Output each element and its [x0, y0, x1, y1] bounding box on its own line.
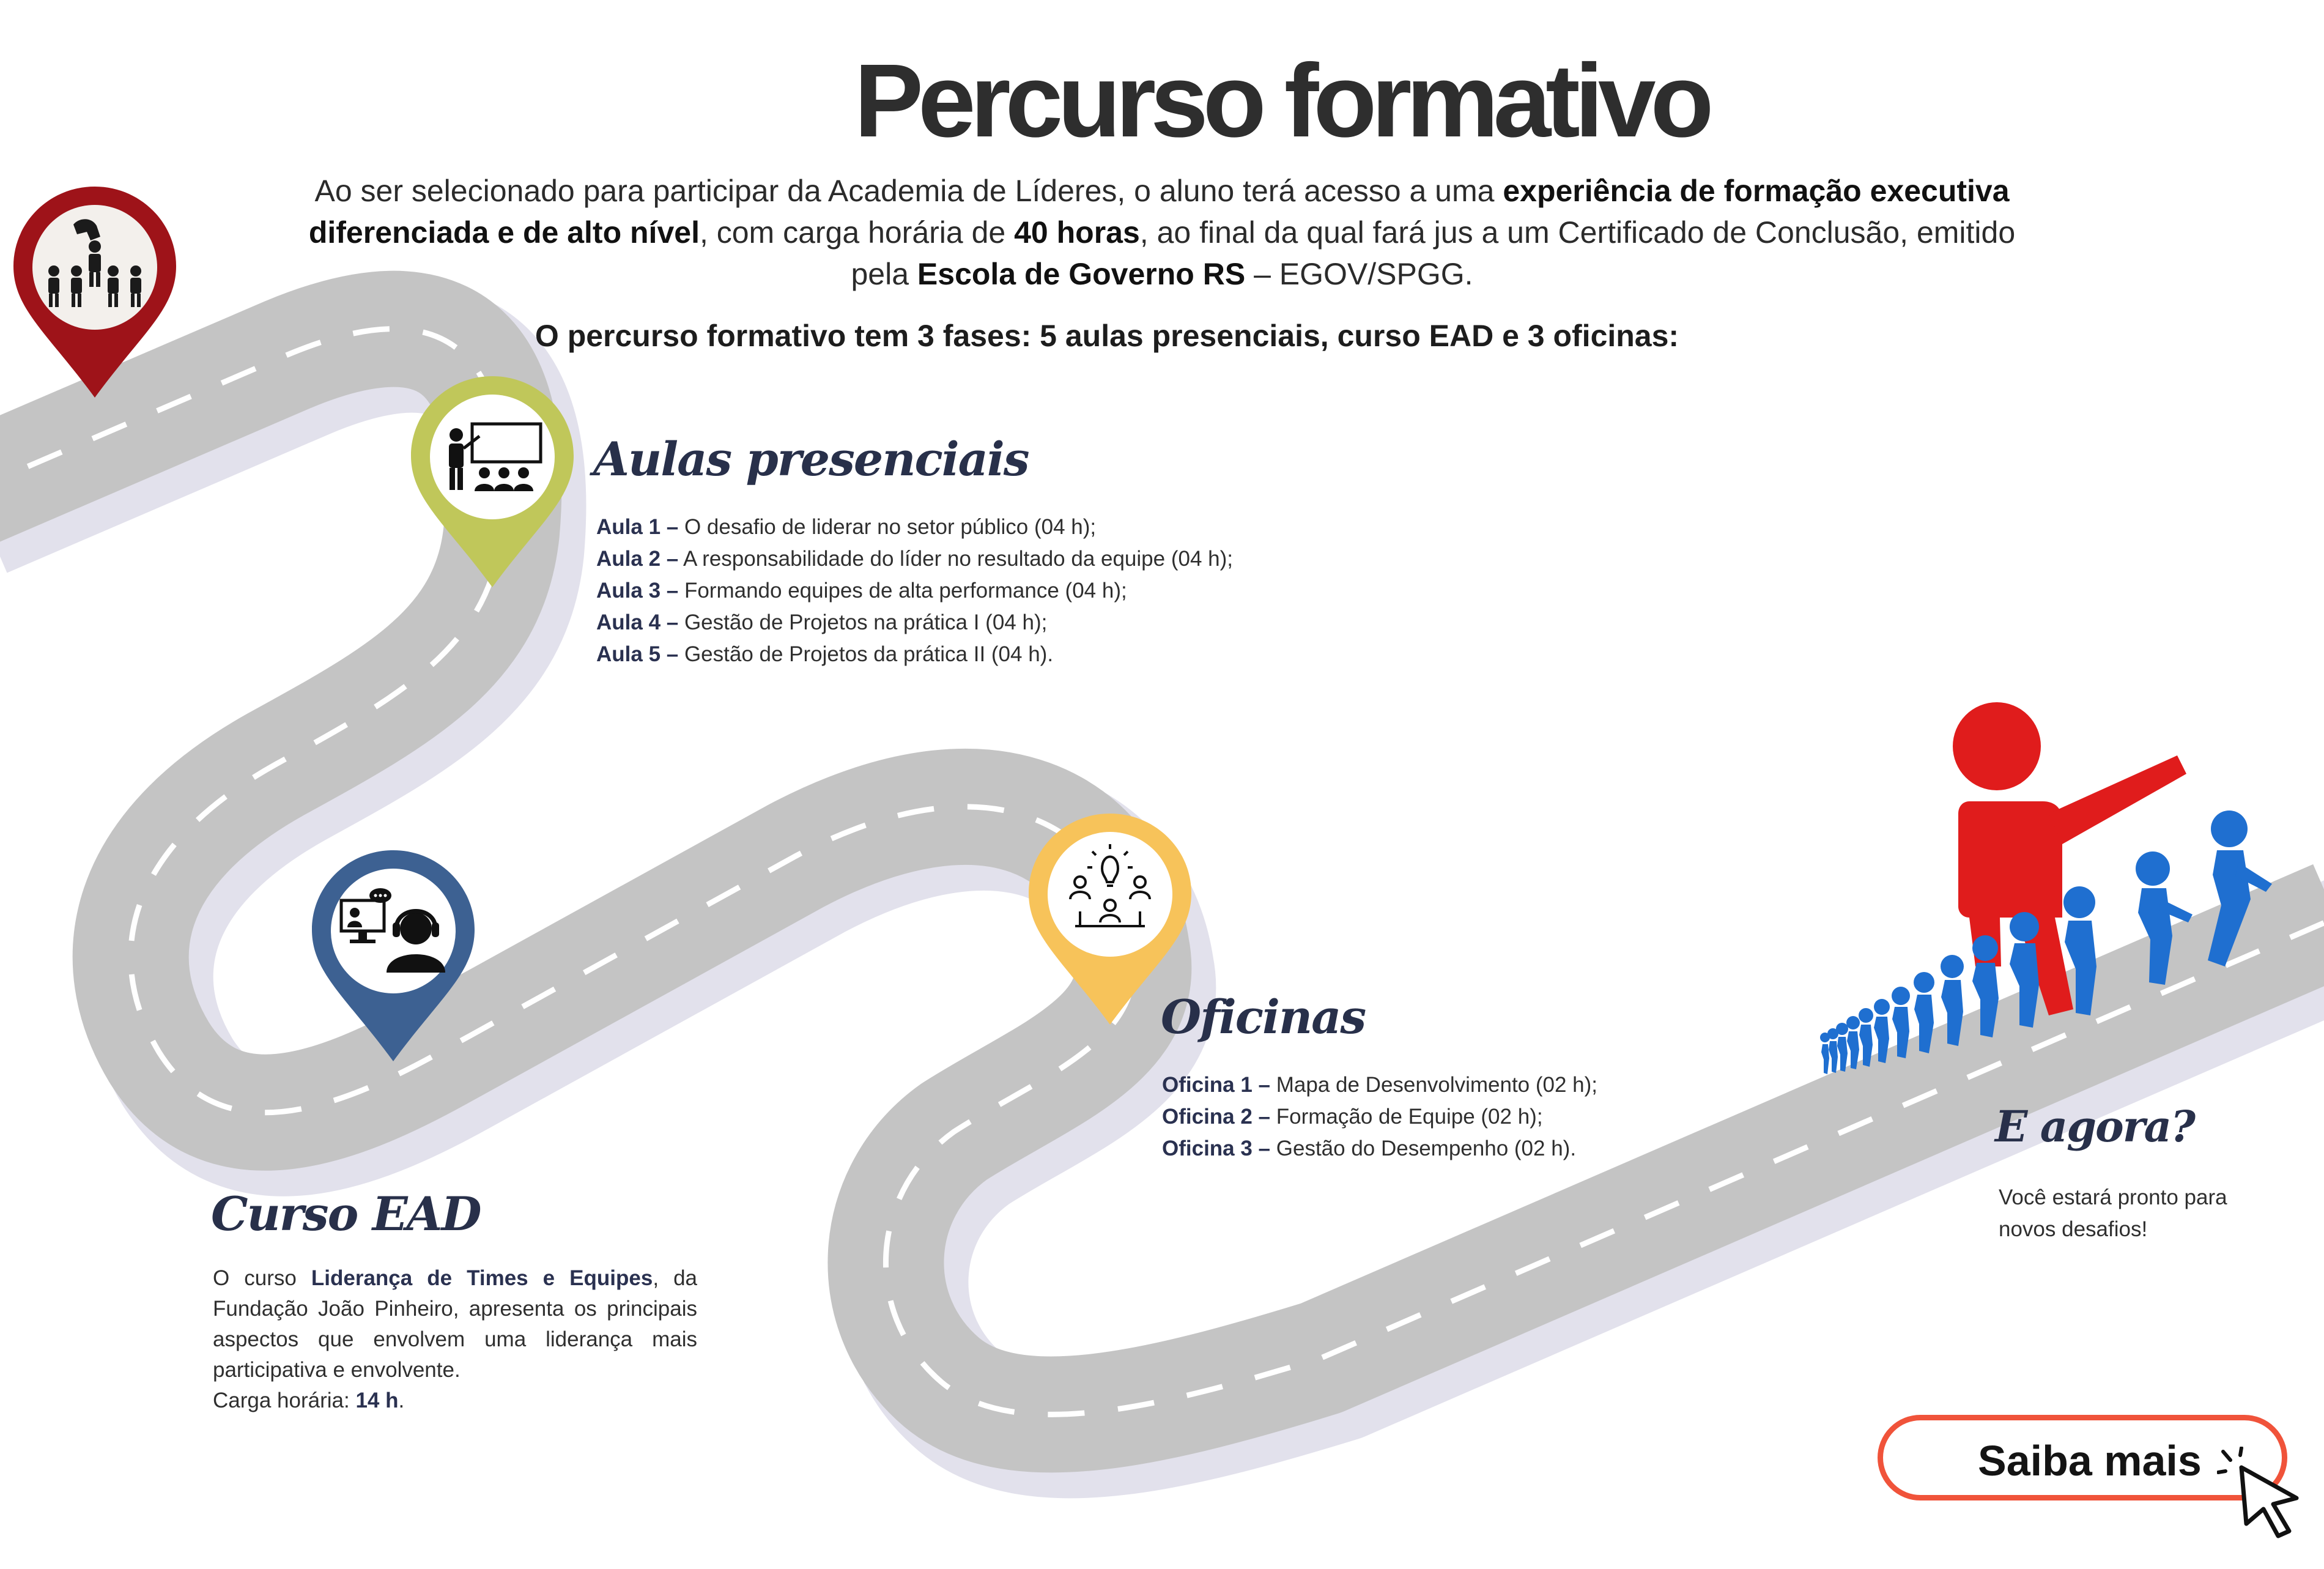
- ead-hours-value: 14 h: [355, 1389, 399, 1412]
- leader-selecting-people-icon: [48, 219, 141, 307]
- ead-text: , da Fundação João Pinheiro, apresenta o…: [213, 1266, 697, 1382]
- saiba-mais-label: Saiba mais: [1978, 1437, 2202, 1485]
- workshop-idea-group-icon: [1069, 844, 1151, 927]
- list-item: Aula 3 – Formando equipes de alta perfor…: [596, 575, 1391, 607]
- intro-text: , ao final da qual fará jus a um Certifi…: [851, 215, 2016, 291]
- aula-label: Aula 1 –: [596, 515, 679, 539]
- phases-summary: O percurso formativo tem 3 fases: 5 aula…: [535, 319, 1679, 353]
- ead-text: .: [398, 1389, 405, 1412]
- oficinas-heading: Oficinas: [1161, 990, 1366, 1044]
- oficina-text: Mapa de Desenvolvimento (02 h);: [1270, 1073, 1598, 1097]
- agora-line: novos desafios!: [1999, 1217, 2148, 1241]
- online-course-headset-icon: [339, 888, 445, 973]
- aula-label: Aula 4 –: [596, 610, 679, 634]
- ead-description: O curso Liderança de Times e Equipes, da…: [213, 1263, 697, 1416]
- aula-label: Aula 3 –: [596, 579, 679, 603]
- ead-hours: Carga horária: 14 h.: [213, 1385, 697, 1416]
- oficina-label: Oficina 1 –: [1162, 1073, 1271, 1097]
- leader-with-team-illustration: [1820, 702, 2272, 1074]
- aula-label: Aula 2 –: [596, 547, 679, 571]
- road-center-line: [0, 326, 2324, 1417]
- list-item: Oficina 1 – Mapa de Desenvolvimento (02 …: [1162, 1069, 1712, 1101]
- intro-school: Escola de Governo RS: [917, 257, 1246, 291]
- aulas-heading: Aulas presenciais: [593, 432, 1030, 486]
- blue-team-figures: [1820, 810, 2272, 1074]
- aula-text: O desafio de liderar no setor público (0…: [678, 515, 1097, 539]
- oficina-text: Gestão do Desempenho (02 h).: [1270, 1137, 1577, 1160]
- page-title: Percurso formativo: [854, 43, 1714, 159]
- ead-hours-label: Carga horária:: [213, 1389, 356, 1412]
- list-item: Aula 1 – O desafio de liderar no setor p…: [596, 511, 1391, 543]
- intro-text: – EGOV/SPGG.: [1245, 257, 1473, 291]
- intro-text: Ao ser selecionado para participar da Ac…: [314, 174, 1503, 208]
- aula-label: Aula 5 –: [596, 642, 679, 666]
- aula-text: Formando equipes de alta performance (04…: [678, 579, 1127, 603]
- list-item: Aula 4 – Gestão de Projetos na prática I…: [596, 607, 1391, 639]
- aula-text: Gestão de Projetos da prática II (04 h).: [678, 642, 1054, 666]
- oficina-label: Oficina 3 –: [1162, 1137, 1271, 1160]
- intro-highlight: experiência de formação executiva difere…: [308, 174, 2010, 250]
- blue-map-pin: [312, 850, 475, 1061]
- aula-text: A responsabilidade do líder no resultado…: [678, 547, 1233, 571]
- list-item: Oficina 2 – Formação de Equipe (02 h);: [1162, 1101, 1712, 1133]
- oficina-label: Oficina 2 –: [1162, 1105, 1271, 1129]
- intro-paragraph: Ao ser selecionado para participar da Ac…: [281, 170, 2043, 295]
- list-item: Aula 5 – Gestão de Projetos da prática I…: [596, 639, 1391, 670]
- agora-heading: E agora?: [1995, 1101, 2196, 1152]
- agora-text: Você estará pronto para novos desafios!: [1999, 1182, 2317, 1245]
- list-item: Aula 2 – A responsabilidade do líder no …: [596, 543, 1391, 575]
- ead-heading: Curso EAD: [211, 1187, 482, 1241]
- intro-text: , com carga horária de: [699, 215, 1015, 250]
- list-item: Oficina 3 – Gestão do Desempenho (02 h).: [1162, 1133, 1712, 1165]
- ead-text: O curso: [213, 1266, 311, 1290]
- classroom-teacher-icon: [449, 422, 542, 491]
- aulas-list: Aula 1 – O desafio de liderar no setor p…: [596, 511, 1391, 670]
- yellow-map-pin: [1029, 814, 1191, 1025]
- ead-course-name: Liderança de Times e Equipes: [311, 1266, 653, 1290]
- oficinas-list: Oficina 1 – Mapa de Desenvolvimento (02 …: [1162, 1069, 1712, 1165]
- cursor-click-icon: [2217, 1447, 2299, 1538]
- oficina-text: Formação de Equipe (02 h);: [1270, 1105, 1543, 1129]
- aula-text: Gestão de Projetos na prática I (04 h);: [678, 610, 1048, 634]
- red-map-pin: [13, 187, 176, 398]
- intro-hours: 40 horas: [1014, 215, 1140, 250]
- red-leader-figure: [1953, 702, 2186, 1015]
- agora-line: Você estará pronto para: [1999, 1185, 2227, 1209]
- green-map-pin: [411, 376, 574, 587]
- saiba-mais-button[interactable]: Saiba mais: [1878, 1415, 2287, 1500]
